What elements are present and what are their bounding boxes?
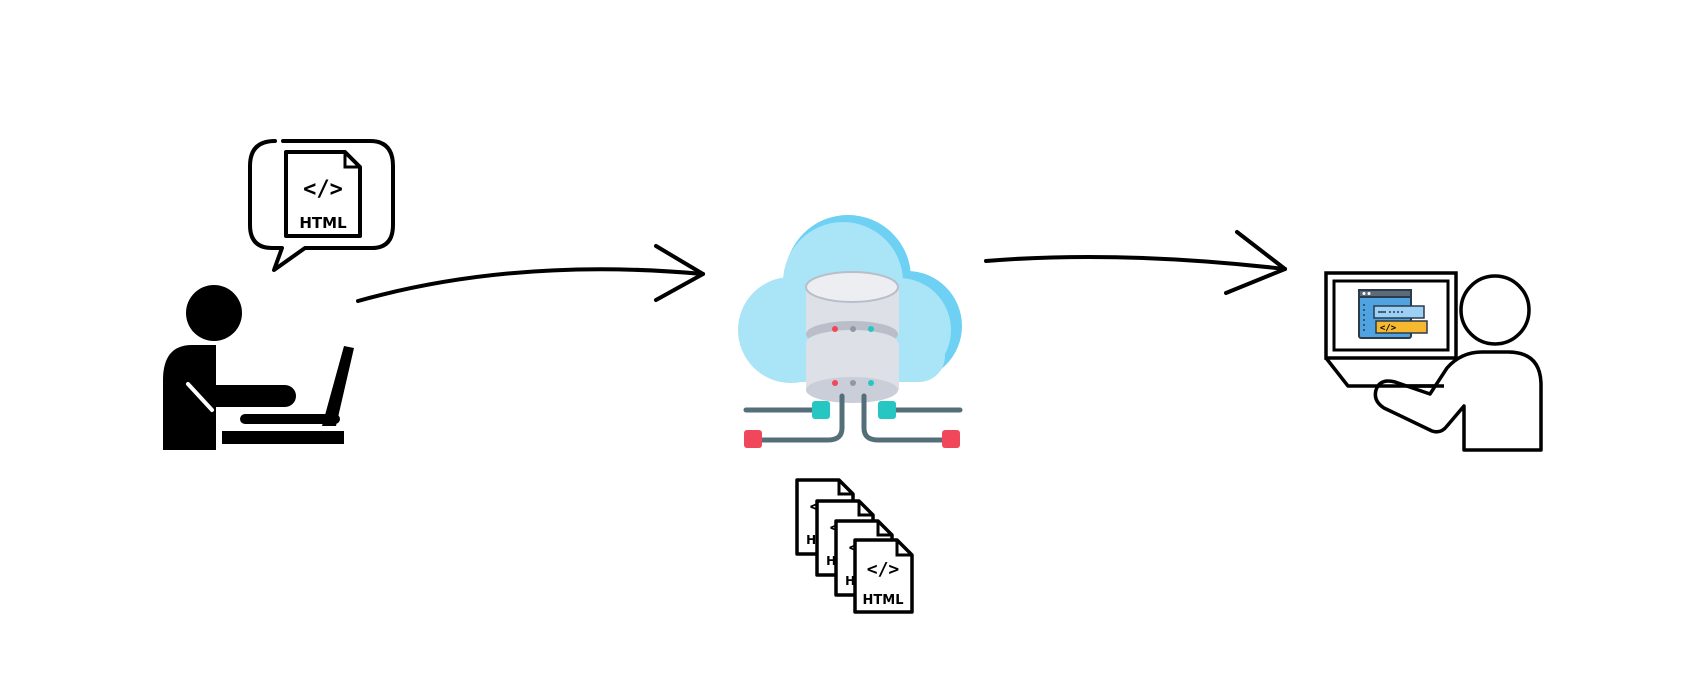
connector-red-right bbox=[942, 430, 960, 448]
connector-teal-left bbox=[812, 401, 830, 419]
connector-teal-right bbox=[878, 401, 896, 419]
stack-doc-4-symbol: </> bbox=[867, 559, 900, 580]
cloud-server-icon bbox=[738, 215, 963, 448]
person-laptop-icon bbox=[163, 285, 354, 450]
viewer-group: </> bbox=[1324, 271, 1543, 452]
doc-code-symbol: </> bbox=[303, 177, 343, 202]
doc-label: HTML bbox=[299, 214, 347, 232]
stack-doc-4-label: HTML bbox=[863, 593, 904, 608]
html-files-stack: </> HTML </> HTML </> HTML </> HTML bbox=[795, 478, 914, 614]
browser-code-symbol: </> bbox=[1380, 324, 1397, 334]
developer-group: </> HTML bbox=[163, 139, 395, 450]
led-red bbox=[832, 326, 838, 332]
led-teal bbox=[868, 326, 874, 332]
arrow-serve bbox=[984, 230, 1287, 295]
database-icon bbox=[805, 271, 899, 403]
speech-bubble-icon bbox=[248, 139, 395, 272]
stack-doc-4: </> HTML bbox=[853, 538, 914, 614]
html-document-icon: </> HTML bbox=[284, 150, 362, 238]
led-grey bbox=[850, 326, 856, 332]
network-cables bbox=[743, 393, 963, 443]
connector-red-left bbox=[744, 430, 762, 448]
browser-window-icon: </> bbox=[1358, 289, 1428, 339]
arrow-upload bbox=[356, 244, 705, 303]
